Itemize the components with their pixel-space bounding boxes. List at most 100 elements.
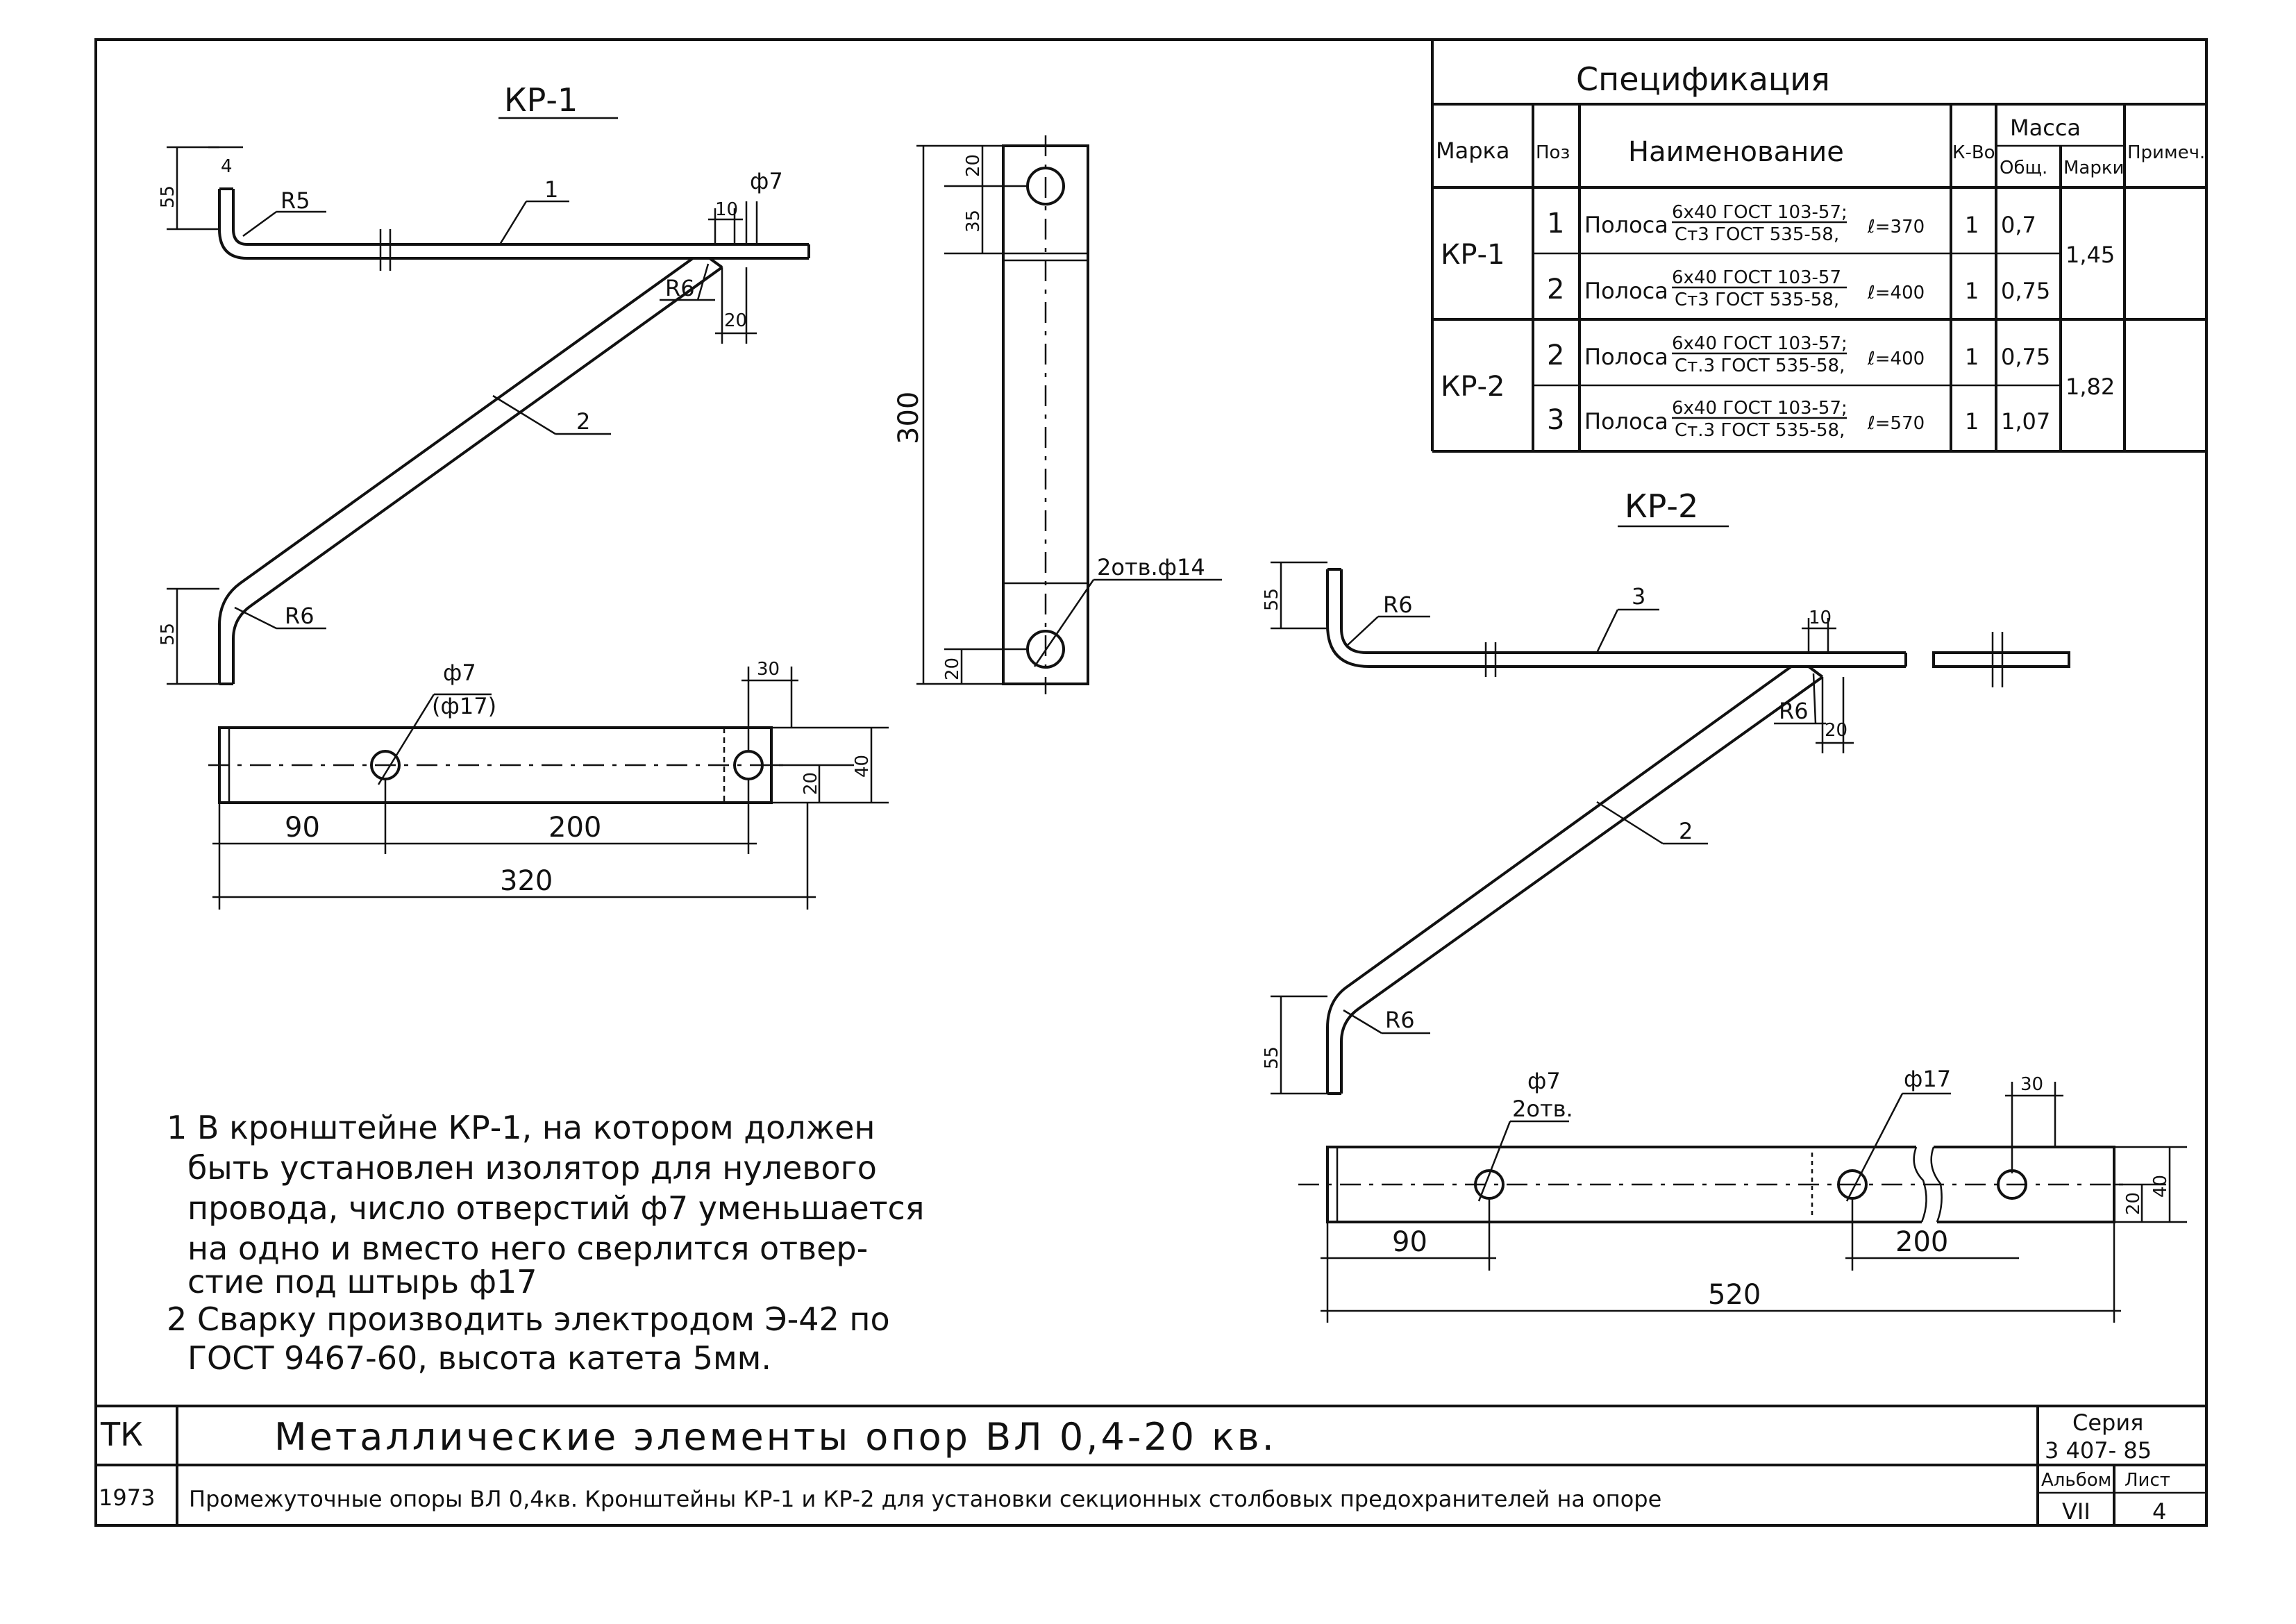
kp2-plan-dim-200: 200 bbox=[1895, 1226, 1948, 1258]
svg-text:ℓ=370: ℓ=370 bbox=[1867, 217, 1925, 237]
spec-row3-mark: КР-2 bbox=[1441, 371, 1505, 403]
titleblock-album-label: Альбом bbox=[2041, 1470, 2111, 1491]
svg-text:0,75: 0,75 bbox=[2001, 278, 2050, 304]
side-dim-20-top: 20 bbox=[963, 154, 984, 177]
kp1-elevation: КР-1 55 4 R5 1 10 ф7 bbox=[158, 81, 810, 685]
kp1-dim-10: 10 bbox=[715, 199, 738, 220]
spec-table: Спецификация Марка Поз Наименование К-Во… bbox=[1431, 40, 2206, 453]
note-2-line-2: ГОСТ 9467-60, высота катета 5мм. bbox=[187, 1339, 771, 1377]
svg-text:Ст.3 ГОСТ 535-58,: Ст.3 ГОСТ 535-58, bbox=[1675, 420, 1845, 441]
note-1-line-4: на одно и вместо него сверлится отвер- bbox=[187, 1230, 868, 1267]
svg-text:Полоса: Полоса bbox=[1584, 344, 1668, 370]
kp2-plan-phi17: ф17 bbox=[1904, 1066, 1951, 1092]
svg-text:2: 2 bbox=[1547, 274, 1564, 305]
side-view: 20 35 300 20 2отв.ф14 bbox=[893, 135, 1222, 694]
note-1-line-1: 1 В кронштейне КР-1, на котором должен bbox=[167, 1109, 875, 1146]
kp2-plan-2holes: 2отв. bbox=[1512, 1096, 1573, 1122]
spec-row-4: 3 Полоса 6х40 ГОСТ 103-57; Ст.3 ГОСТ 535… bbox=[1547, 398, 2050, 441]
note-1-line-5: стие под штырь ф17 bbox=[187, 1263, 537, 1300]
titleblock-series-label: Серия bbox=[2072, 1409, 2143, 1436]
kp1-plan-dim-40: 40 bbox=[852, 755, 873, 778]
spec-title: Спецификация bbox=[1576, 60, 1830, 98]
sheet-frame bbox=[94, 38, 2208, 1527]
spec-row-3: 2 Полоса 6х40 ГОСТ 103-57; Ст.3 ГОСТ 535… bbox=[1547, 333, 2115, 400]
svg-text:1: 1 bbox=[1965, 408, 1979, 435]
side-dim-20-bottom: 20 bbox=[942, 658, 963, 680]
note-2-line-1: 2 Сварку производить электродом Э-42 по bbox=[167, 1300, 890, 1338]
svg-text:Полоса: Полоса bbox=[1584, 212, 1668, 238]
kp2-plan-phi7: ф7 bbox=[1527, 1068, 1561, 1094]
kp1-plan-phi17: (ф17) bbox=[432, 693, 496, 719]
titleblock-year: 1973 bbox=[99, 1484, 155, 1511]
spec-header-name: Наименование bbox=[1628, 136, 1844, 168]
svg-text:3: 3 bbox=[1547, 404, 1564, 436]
kp2-r6-bottom: R6 bbox=[1385, 1007, 1415, 1033]
svg-text:1: 1 bbox=[1965, 344, 1979, 370]
spec-header-pos: Поз bbox=[1536, 142, 1570, 163]
spec-header-qty: К-Во bbox=[1952, 142, 1995, 163]
titleblock-sheet: 4 bbox=[2152, 1498, 2166, 1525]
kp2-dim-20-v: 20 bbox=[1825, 720, 1847, 741]
kp2-plan-dim-90: 90 bbox=[1392, 1226, 1427, 1258]
kp1-plan-dim-30: 30 bbox=[757, 659, 780, 680]
svg-text:0,7: 0,7 bbox=[2001, 212, 2036, 238]
svg-text:Ст3 ГОСТ 535-58,: Ст3 ГОСТ 535-58, bbox=[1675, 290, 1839, 310]
kp1-pos-2: 2 bbox=[576, 408, 590, 435]
svg-text:6х40 ГОСТ 103-57;: 6х40 ГОСТ 103-57; bbox=[1672, 202, 1847, 223]
kp1-dim-55-bottom: 55 bbox=[158, 623, 178, 646]
svg-text:1: 1 bbox=[1965, 278, 1979, 304]
kp2-r6-top: R6 bbox=[1383, 592, 1413, 618]
kp1-pos-1: 1 bbox=[544, 176, 558, 203]
kp2-r6-mid: R6 bbox=[1779, 698, 1809, 724]
kp1-plan-dim-20: 20 bbox=[801, 772, 821, 795]
titleblock-org: ТК bbox=[100, 1416, 143, 1453]
kp1-plan-dim-320: 320 bbox=[500, 865, 553, 897]
notes: 1 В кронштейне КР-1, на котором должен б… bbox=[167, 1109, 924, 1377]
kp1-dim-55-top: 55 bbox=[158, 185, 178, 208]
kp1-dim-4: 4 bbox=[221, 156, 233, 177]
kp2-plan: ф7 2отв. ф17 30 20 40 90 200 520 bbox=[1298, 1066, 2187, 1323]
kp1-dim-20-v: 20 bbox=[724, 310, 747, 331]
svg-text:ℓ=400: ℓ=400 bbox=[1867, 349, 1925, 369]
spec-header-mass: Масса bbox=[2010, 115, 2081, 141]
kp2-dim-55-top: 55 bbox=[1262, 588, 1282, 611]
svg-text:6х40 ГОСТ 103-57;: 6х40 ГОСТ 103-57; bbox=[1672, 398, 1847, 419]
svg-text:Полоса: Полоса bbox=[1584, 408, 1668, 435]
kp1-plan-dim-200: 200 bbox=[548, 812, 601, 844]
kp2-elevation: КР-2 55 R6 3 10 R6 20 bbox=[1262, 487, 2070, 1095]
kp1-plan-dim-90: 90 bbox=[285, 812, 320, 844]
side-holes-label: 2отв.ф14 bbox=[1097, 554, 1205, 580]
svg-text:1,82: 1,82 bbox=[2065, 374, 2115, 400]
side-dim-35: 35 bbox=[963, 210, 984, 233]
svg-text:6х40 ГОСТ 103-57;: 6х40 ГОСТ 103-57; bbox=[1672, 333, 1847, 354]
kp1-r6-bottom: R6 bbox=[285, 603, 315, 629]
kp2-view-title: КР-2 bbox=[1625, 487, 1698, 525]
titleblock-subtitle: Промежуточные опоры ВЛ 0,4кв. Кронштейны… bbox=[189, 1486, 1661, 1512]
spec-row1-mark: КР-1 bbox=[1441, 239, 1505, 271]
side-dim-300: 300 bbox=[893, 392, 925, 444]
kp2-plan-dim-20: 20 bbox=[2123, 1192, 2144, 1215]
spec-header-total: Общ. bbox=[2000, 158, 2047, 178]
note-1-line-3: провода, число отверстий ф7 уменьшается bbox=[187, 1189, 924, 1227]
svg-text:1: 1 bbox=[1965, 212, 1979, 238]
svg-text:Ст.3 ГОСТ 535-58,: Ст.3 ГОСТ 535-58, bbox=[1675, 355, 1845, 376]
kp1-plan: ф7 (ф17) 30 20 40 90 200 320 bbox=[208, 659, 889, 910]
spec-header-mark-mass: Марки bbox=[2063, 158, 2124, 178]
svg-text:ℓ=570: ℓ=570 bbox=[1867, 413, 1925, 434]
svg-text:ℓ=400: ℓ=400 bbox=[1867, 283, 1925, 303]
titleblock-series: 3 407- 85 bbox=[2045, 1437, 2152, 1464]
titleblock-sheet-label: Лист bbox=[2125, 1470, 2170, 1491]
svg-text:Ст3 ГОСТ 535-58,: Ст3 ГОСТ 535-58, bbox=[1675, 224, 1839, 245]
spec-row-2: 2 Полоса 6х40 ГОСТ 103-57 Ст3 ГОСТ 535-5… bbox=[1547, 267, 2050, 310]
title-block: ТК 1973 Металлические элементы опор ВЛ 0… bbox=[96, 1405, 2206, 1525]
kp1-r5-label: R5 bbox=[280, 187, 310, 214]
kp2-pos-2: 2 bbox=[1679, 818, 1693, 844]
note-1-line-2: быть установлен изолятор для нулевого bbox=[187, 1149, 877, 1187]
kp2-dim-55-bottom: 55 bbox=[1262, 1046, 1282, 1069]
kp2-plan-dim-40: 40 bbox=[2150, 1175, 2171, 1198]
kp1-view-title: КР-1 bbox=[504, 81, 578, 119]
kp1-r6-top: R6 bbox=[665, 275, 695, 301]
svg-text:0,75: 0,75 bbox=[2001, 344, 2050, 370]
kp2-pos-3: 3 bbox=[1632, 583, 1645, 610]
